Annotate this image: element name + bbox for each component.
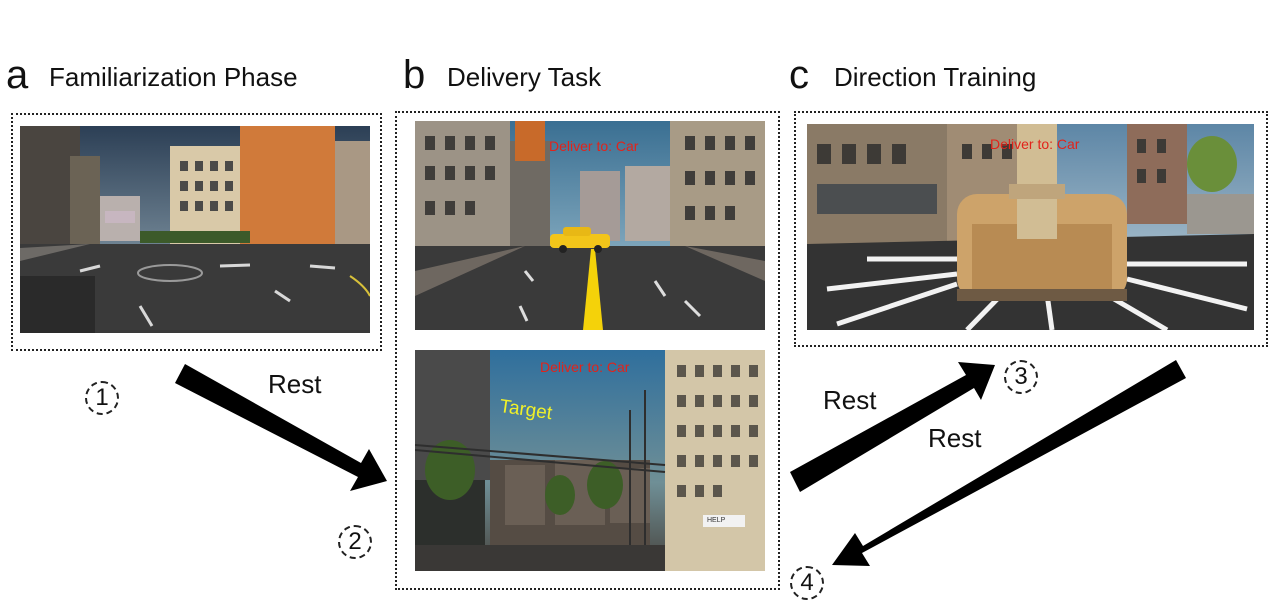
delivery-screenshot-top: Deliver to: Car	[415, 121, 765, 330]
panel-c-letter: c	[789, 53, 809, 97]
direction-screenshot: Deliver to: Car	[807, 124, 1254, 330]
step-3-marker: 3	[1004, 360, 1038, 394]
delivery-bottom-overlay: Deliver to: Car	[540, 359, 630, 375]
panel-c-frame	[794, 111, 1268, 347]
arrow-3-to-4	[832, 360, 1186, 566]
delivery-top-overlay: Deliver to: Car	[549, 138, 639, 154]
step-2-marker: 2	[338, 525, 372, 559]
panel-b-letter: b	[403, 53, 426, 97]
panel-a-frame	[11, 113, 382, 351]
rest-label-1: Rest	[268, 369, 322, 399]
panel-b-title: Delivery Task	[447, 62, 602, 92]
familiarization-screenshot	[20, 126, 370, 333]
step-4-marker: 4	[790, 566, 824, 600]
rest-label-2: Rest	[823, 385, 877, 415]
step-1-marker: 1	[85, 381, 119, 415]
arrow-1-to-2	[175, 364, 387, 491]
help-sign: HELP	[707, 517, 726, 524]
panel-a-letter: a	[6, 53, 29, 97]
direction-overlay: Deliver to: Car	[990, 136, 1080, 152]
panel-a-title: Familiarization Phase	[49, 62, 298, 92]
rest-label-3: Rest	[928, 423, 982, 453]
arrow-2-to-3	[790, 362, 995, 492]
delivery-screenshot-bottom: Deliver to: Car Target HELP	[415, 350, 765, 571]
panel-b-frame	[395, 111, 780, 590]
panel-c-title: Direction Training	[834, 62, 1037, 92]
